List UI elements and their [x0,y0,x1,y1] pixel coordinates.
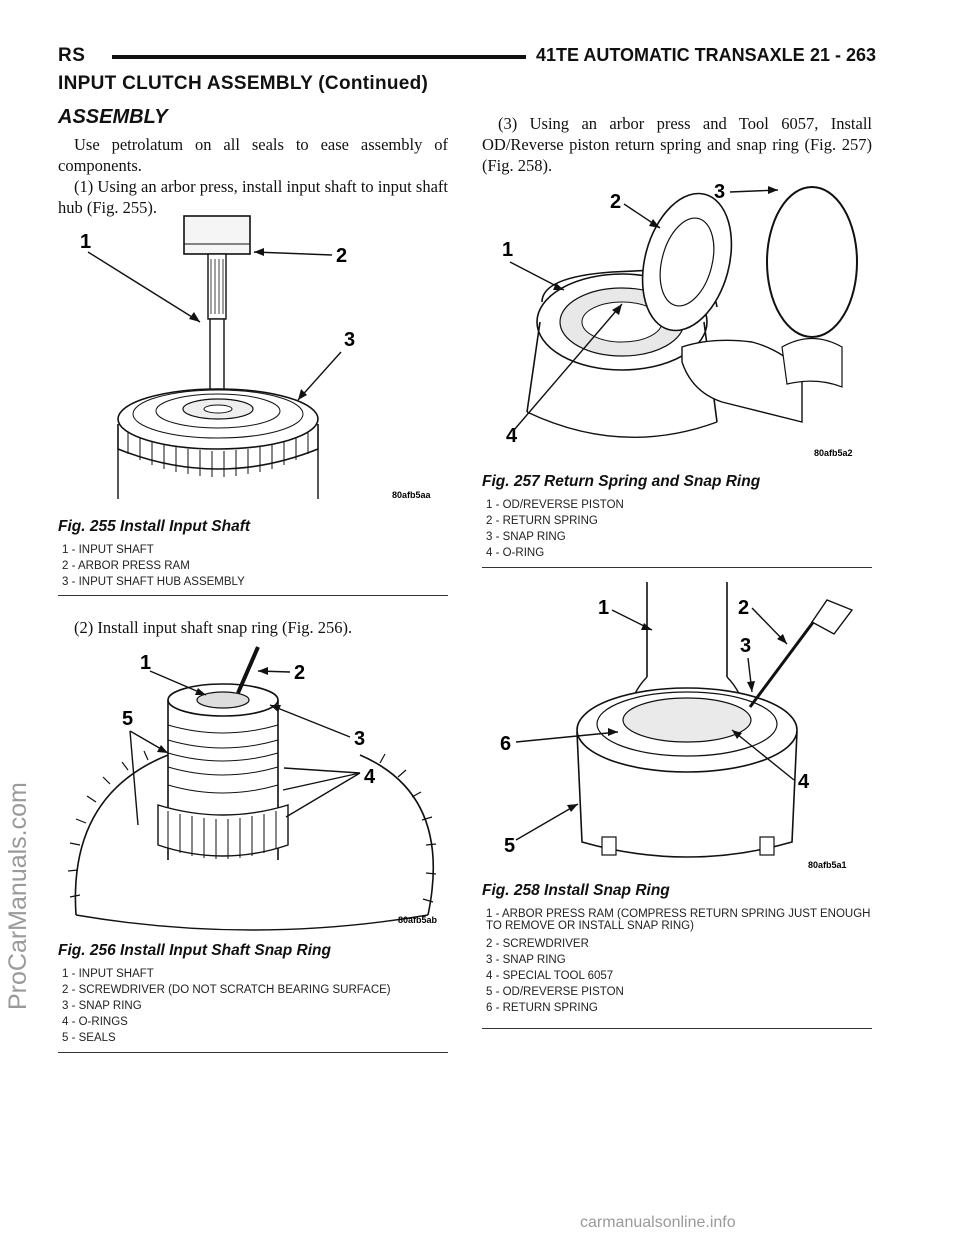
fig255-callout-3: 3 [344,329,355,351]
fig255-rule [58,595,448,596]
figure-257-illustration: 1 2 3 4 80afb5a2 [482,172,874,468]
fig256-legend: 1 - INPUT SHAFT 2 - SCREWDRIVER (DO NOT … [62,966,391,1046]
fig257-rule [482,567,872,568]
fig256-legend-3: 3 - SNAP RING [62,1000,142,1012]
fig258-callout-2: 2 [738,597,749,619]
fig258-callout-1: 1 [598,597,609,619]
paragraph-step-3: (3) Using an arbor press and Tool 6057, … [482,114,872,175]
fig257-legend-2: 2 - RETURN SPRING [486,515,598,527]
section-title: INPUT CLUTCH ASSEMBLY (Continued) [58,73,429,94]
footer-site[interactable]: carmanualsonline.info [580,1214,736,1231]
fig257-callout-1: 1 [502,239,513,261]
fig256-legend-4: 4 - O-RINGS [62,1016,128,1028]
fig257-legend-4: 4 - O-RING [486,547,545,559]
fig256-rule [58,1052,448,1053]
fig255-legend-2: 2 - ARBOR PRESS RAM [62,560,190,572]
paragraph-petrolatum: Use petrolatum on all seals to ease asse… [58,135,448,175]
fig257-legend-3: 3 - SNAP RING [486,531,566,543]
fig258-legend-6: 6 - RETURN SPRING [486,1002,598,1014]
fig256-callout-2: 2 [294,662,305,684]
fig255-legend-1: 1 - INPUT SHAFT [62,544,154,556]
fig255-legend-3: 3 - INPUT SHAFT HUB ASSEMBLY [62,576,245,588]
fig258-legend-1: 1 - ARBOR PRESS RAM (COMPRESS RETURN SPR… [486,908,871,932]
fig258-callout-3: 3 [740,635,751,657]
assembly-heading: ASSEMBLY [58,106,168,128]
fig257-code: 80afb5a2 [814,448,853,458]
fig258-code: 80afb5a1 [808,860,847,870]
fig258-legend: 1 - ARBOR PRESS RAM (COMPRESS RETURN SPR… [486,908,872,1016]
fig256-callout-1: 1 [140,652,151,674]
header-section-code: RS [58,45,86,66]
fig258-rule [482,1028,872,1029]
watermark: ProCarManuals.com [4,782,32,1010]
header-rule [112,55,526,59]
fig258-legend-5: 5 - OD/REVERSE PISTON [486,986,624,998]
fig256-legend-2: 2 - SCREWDRIVER (DO NOT SCRATCH BEARING … [62,984,391,996]
fig255-callout-1: 1 [80,231,91,253]
fig255-legend: 1 - INPUT SHAFT 2 - ARBOR PRESS RAM 3 - … [62,542,245,590]
fig256-callout-3: 3 [354,728,365,750]
fig257-callout-2: 2 [610,191,621,213]
fig257-callout-4: 4 [506,425,518,447]
fig256-legend-1: 1 - INPUT SHAFT [62,968,154,980]
fig258-legend-4: 4 - SPECIAL TOOL 6057 [486,970,614,982]
fig258-caption: Fig. 258 Install Snap Ring [482,882,670,899]
fig256-callout-5: 5 [122,708,133,730]
paragraph-step-2: (2) Install input shaft snap ring (Fig. … [74,618,353,637]
page-number: 21 - 263 [810,45,877,65]
figure-255-illustration: 1 2 3 80afb5aa [58,214,450,514]
fig257-caption: Fig. 257 Return Spring and Snap Ring [482,473,761,490]
fig255-code: 80afb5aa [392,490,432,500]
fig257-legend: 1 - OD/REVERSE PISTON 2 - RETURN SPRING … [486,497,624,561]
fig258-callout-5: 5 [504,835,515,857]
fig256-code: 80afb5ab [398,915,438,925]
fig256-caption: Fig. 256 Install Input Shaft Snap Ring [58,942,331,959]
header-title: 41TE AUTOMATIC TRANSAXLE [536,45,805,65]
fig258-callout-4: 4 [798,771,810,793]
fig257-legend-1: 1 - OD/REVERSE PISTON [486,499,624,511]
fig257-callout-3: 3 [714,181,725,203]
fig258-legend-2: 2 - SCREWDRIVER [486,938,589,950]
paragraph-step-1: (1) Using an arbor press, install input … [58,177,448,217]
fig255-callout-2: 2 [336,245,347,267]
fig258-callout-6: 6 [500,733,511,755]
figure-256-illustration: 1 2 5 3 4 80afb5ab [58,645,450,933]
fig255-caption: Fig. 255 Install Input Shaft [58,518,251,535]
figure-258-illustration: 1 2 3 6 4 5 80afb5a1 [482,582,874,876]
fig258-legend-3: 3 - SNAP RING [486,954,566,966]
fig256-callout-4: 4 [364,766,376,788]
fig256-legend-5: 5 - SEALS [62,1032,116,1044]
